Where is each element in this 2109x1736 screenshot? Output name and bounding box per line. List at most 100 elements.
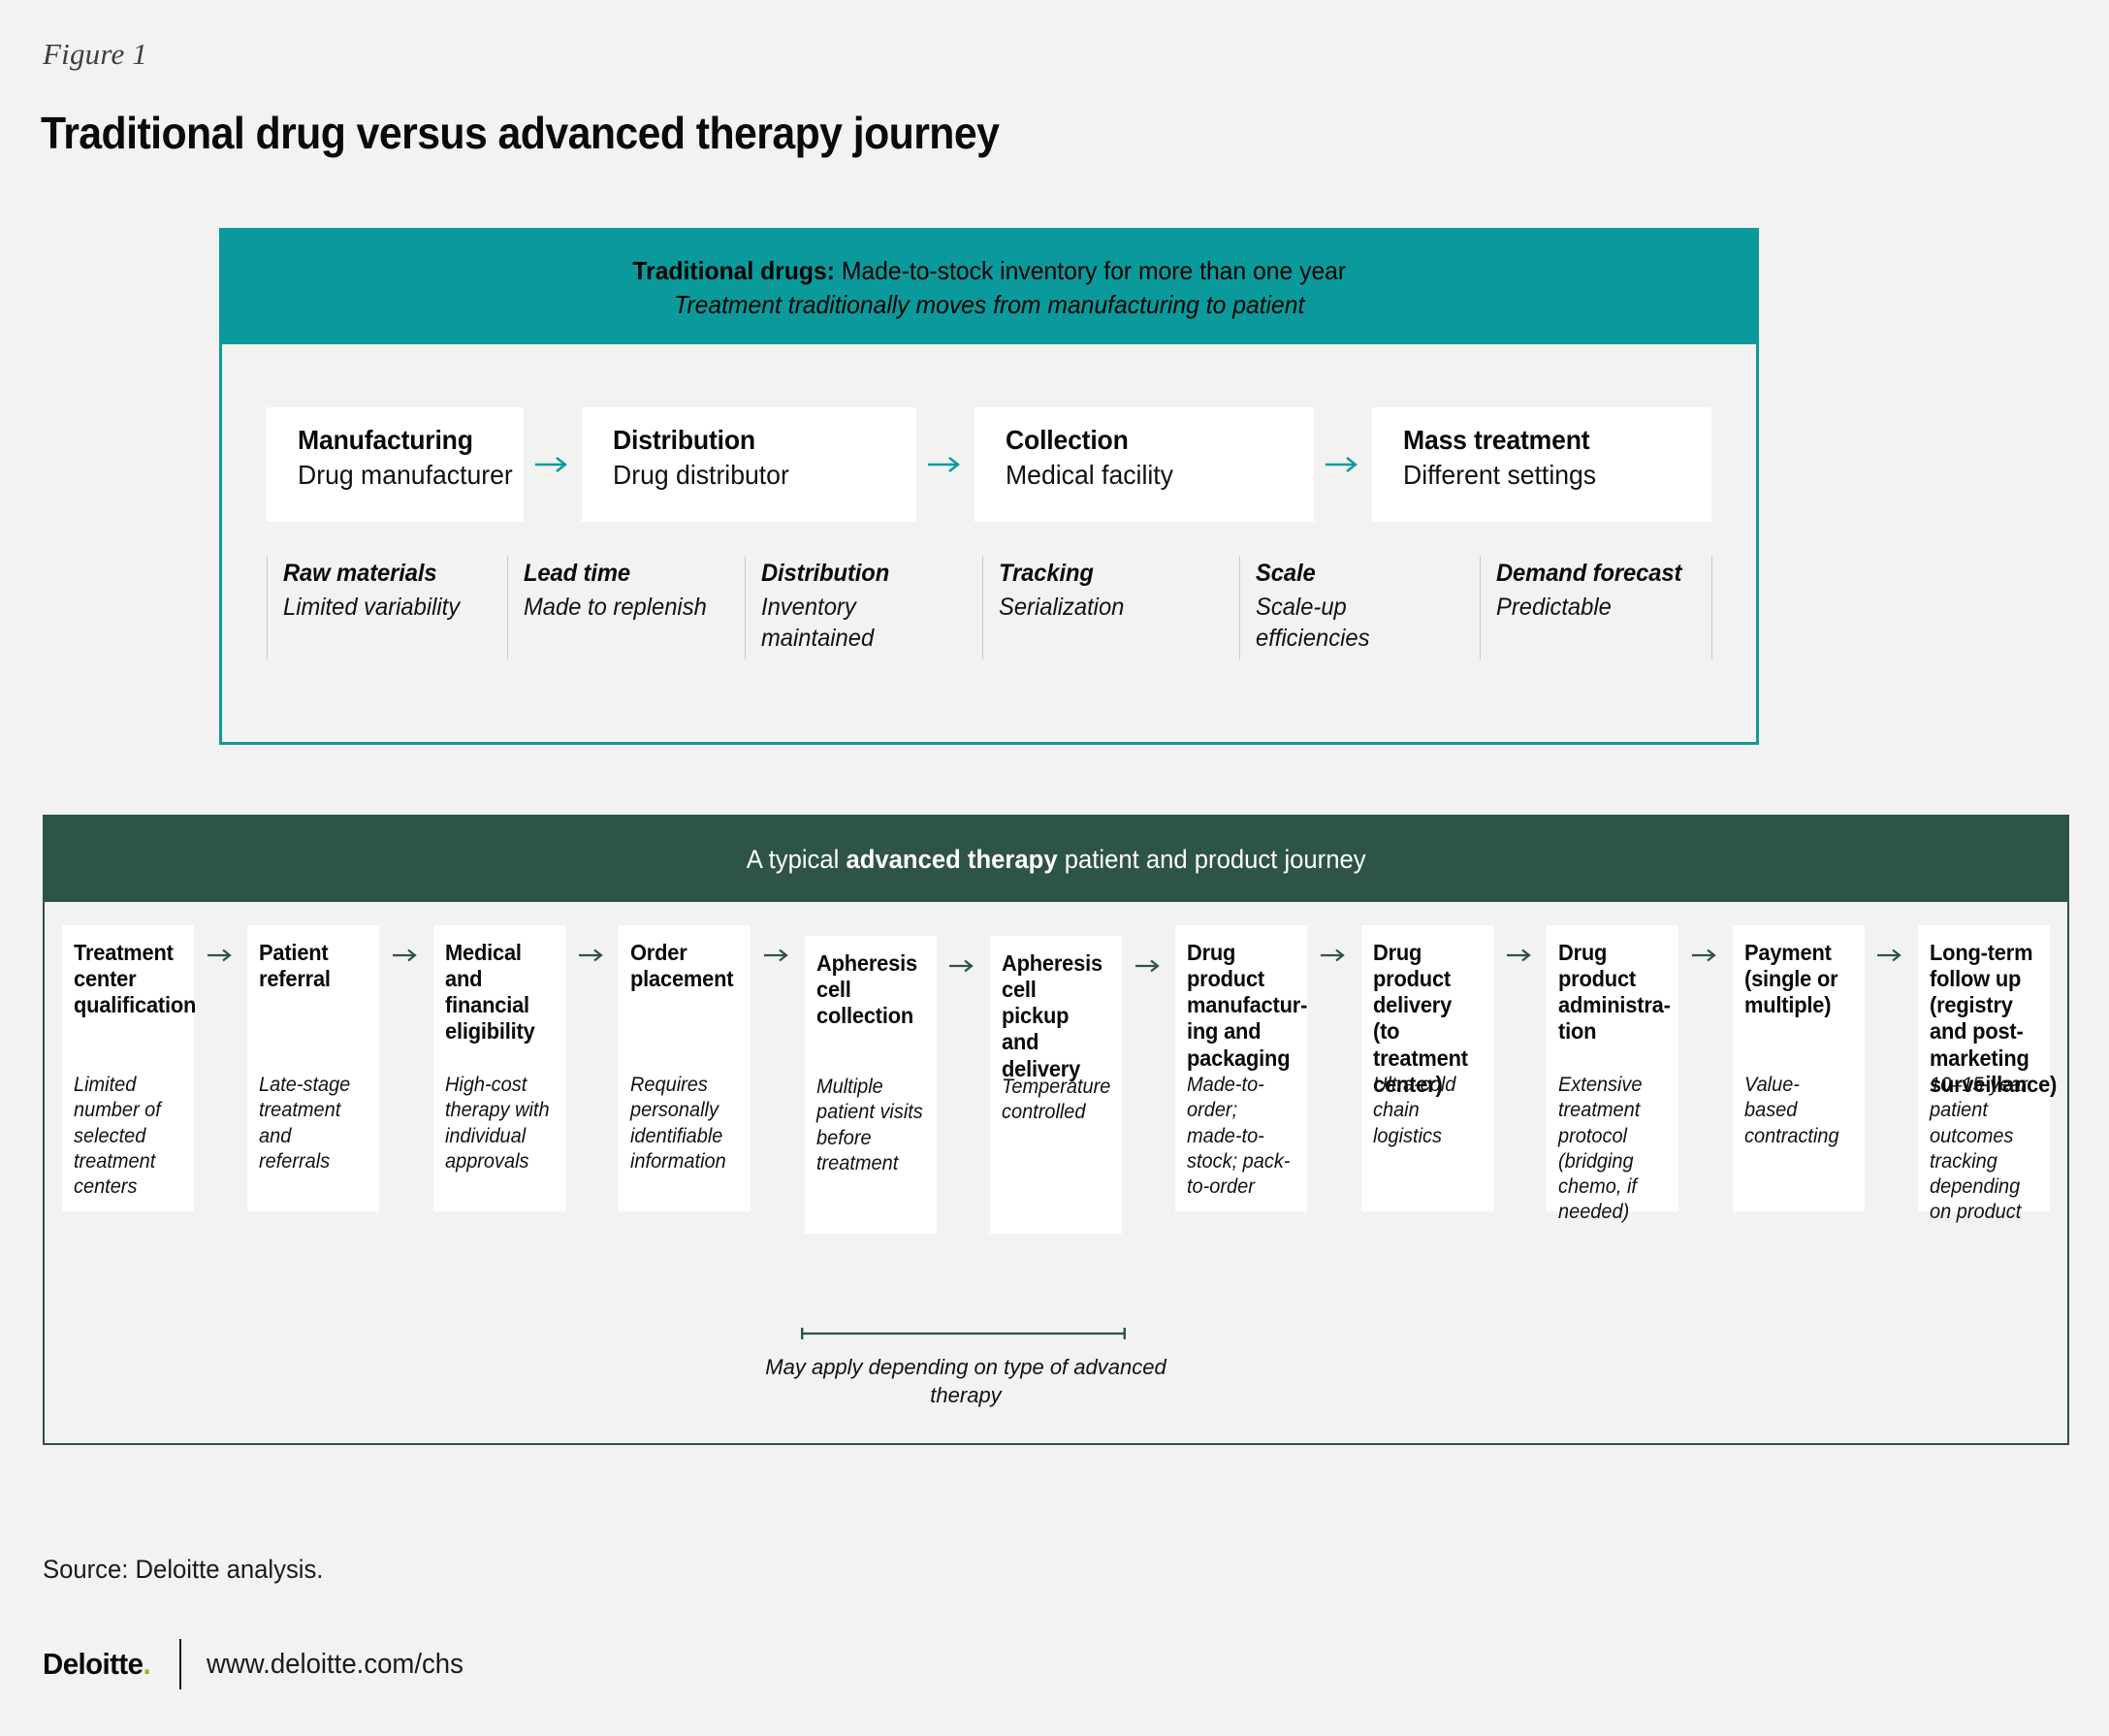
journey-step-long-term-follow-up[interactable]: Long-term follow up (registry and post-m…: [1918, 925, 2057, 1223]
journey-step-treatment-center-qualification[interactable]: Treatment center qualification Limited n…: [62, 925, 197, 1211]
step-subtitle: Medical facility: [1006, 460, 1173, 490]
journey-step-desc: Requires personally identifiable informa…: [630, 1074, 726, 1173]
step-title: Collection: [1006, 425, 1129, 455]
arrow-right-icon: [1122, 925, 1175, 975]
advanced-therapy-panel: A typical advanced therapy patient and p…: [43, 815, 2069, 1445]
metric-lead-time: Lead time Made to replenish: [507, 556, 745, 659]
traditional-header-line1: Traditional drugs: Made-to-stock invento…: [632, 254, 1346, 288]
journey-step-desc: Ultra-cold chain logistics: [1372, 1074, 1456, 1147]
journey-step-desc: Extensive treatment protocol (bridging c…: [1558, 1074, 1643, 1224]
journey-step-payment[interactable]: Payment (single or multiple) Value-based…: [1732, 925, 1865, 1211]
journey-step-desc: Multiple patient visits before treatment: [815, 1076, 923, 1174]
step-title: Manufacturing: [298, 425, 473, 455]
metric-value: Made to replenish: [524, 594, 707, 621]
advanced-header-prefix: A typical: [746, 844, 847, 874]
metric-raw-materials: Raw materials Limited variability: [267, 556, 507, 659]
metric-label: Demand forecast: [1496, 560, 1682, 587]
arrow-right-icon: [565, 925, 619, 964]
step-title: Mass treatment: [1403, 425, 1590, 455]
arrow-right-icon: [937, 925, 990, 975]
metric-scale: Scale Scale-up efficiencies: [1239, 556, 1480, 659]
arrow-right-icon: [194, 925, 247, 964]
arrow-right-icon: [524, 407, 582, 522]
metric-value: Inventory maintained: [761, 594, 875, 652]
brand-bar: Deloitte. www.deloitte.com/chs: [43, 1639, 477, 1689]
metric-tracking: Tracking Serialization: [982, 556, 1239, 659]
advanced-panel-body: Treatment center qualification Limited n…: [45, 902, 2067, 1443]
advanced-header-suffix: patient and product journey: [1057, 844, 1366, 874]
journey-step-title: Order placement: [630, 940, 734, 992]
journey-step-drug-product-administration[interactable]: Drug product administra-tion Extensive t…: [1547, 925, 1679, 1223]
step-subtitle: Drug distributor: [613, 460, 789, 490]
step-title: Distribution: [613, 425, 755, 455]
traditional-panel-header: Traditional drugs: Made-to-stock invento…: [222, 231, 1756, 344]
journey-step-desc: Limited number of selected treatment cen…: [74, 1074, 161, 1198]
source-note: Source: Deloitte analysis.: [43, 1555, 324, 1584]
arrow-right-icon: [1307, 925, 1360, 964]
journey-step-desc: Made-to- order; made-to-stock; pack-to-o…: [1187, 1074, 1291, 1198]
brand-url[interactable]: www.deloitte.com/chs: [206, 1648, 463, 1680]
metric-label: Lead time: [524, 560, 631, 587]
page-title: Traditional drug versus advanced therapy…: [41, 108, 1000, 158]
journey-step-title: Apheresis cell collection: [815, 950, 917, 1029]
traditional-header-line2: Treatment traditionally moves from manuf…: [673, 289, 1305, 319]
traditional-metrics-row: Raw materials Limited variability Lead t…: [267, 556, 1721, 659]
journey-step-title: Treatment center qualification: [74, 940, 197, 1018]
arrow-right-icon: [379, 925, 432, 964]
arrow-right-icon: [1678, 925, 1732, 964]
traditional-steps-row: Manufacturing Drug manufacturer Distribu…: [267, 407, 1711, 522]
advanced-panel-header: A typical advanced therapy patient and p…: [45, 817, 2067, 902]
journey-step-title: Drug product administra-tion: [1558, 940, 1671, 1045]
brand-divider: [178, 1639, 181, 1689]
traditional-step-distribution[interactable]: Distribution Drug distributor: [582, 407, 916, 522]
metric-value: Scale-up efficiencies: [1256, 594, 1370, 652]
journey-step-medical-financial-eligibility[interactable]: Medical and financial eligibility High-c…: [432, 925, 565, 1211]
apheresis-span-bracket: [801, 1327, 1126, 1340]
metric-demand-forecast: Demand forecast Predictable: [1480, 556, 1712, 659]
journey-step-order-placement[interactable]: Order placement Requires personally iden…: [619, 925, 751, 1211]
traditional-step-collection[interactable]: Collection Medical facility: [975, 407, 1314, 522]
journey-step-drug-product-delivery[interactable]: Drug product delivery (to treatment cent…: [1360, 925, 1493, 1211]
advanced-journey-row: Treatment center qualification Limited n…: [62, 925, 2057, 1234]
journey-step-title: Drug product manufactur-ing and packagin…: [1187, 940, 1308, 1071]
metric-value: Limited variability: [283, 594, 461, 621]
journey-step-title: Medical and financial eligibility: [444, 940, 535, 1045]
journey-step-title: Payment (single or multiple): [1743, 940, 1838, 1018]
metric-label: Raw materials: [283, 560, 437, 587]
metric-distribution: Distribution Inventory maintained: [745, 556, 982, 659]
deloitte-wordmark: Deloitte: [43, 1647, 144, 1681]
advanced-header-text: A typical advanced therapy patient and p…: [747, 845, 1366, 875]
arrow-right-icon: [1865, 925, 1918, 964]
traditional-step-manufacturing[interactable]: Manufacturing Drug manufacturer: [267, 407, 524, 522]
journey-step-title: Drug product delivery (to treatment cent…: [1372, 940, 1468, 1097]
traditional-step-mass-treatment[interactable]: Mass treatment Different settings: [1372, 407, 1711, 522]
arrow-right-icon: [751, 925, 804, 964]
journey-step-title: Apheresis cell pickup and delivery: [1002, 950, 1102, 1081]
metric-label: Distribution: [761, 560, 890, 587]
journey-step-desc: Value-based contracting: [1743, 1074, 1839, 1147]
metric-value: Serialization: [999, 594, 1125, 621]
traditional-panel-body: Manufacturing Drug manufacturer Distribu…: [222, 344, 1756, 742]
advanced-header-bold: advanced therapy: [846, 844, 1058, 874]
journey-step-apheresis-cell-collection[interactable]: Apheresis cell collection Multiple patie…: [804, 936, 937, 1234]
traditional-drugs-panel: Traditional drugs: Made-to-stock invento…: [219, 228, 1759, 745]
metric-label: Scale: [1256, 560, 1316, 587]
journey-step-desc: High-cost therapy with individual approv…: [444, 1074, 550, 1173]
metric-label: Tracking: [999, 560, 1094, 587]
step-subtitle: Different settings: [1403, 460, 1597, 490]
journey-step-patient-referral[interactable]: Patient referral Late-stage treatment an…: [247, 925, 380, 1211]
journey-step-desc: Late-stage treatment and referrals: [259, 1074, 351, 1173]
journey-step-desc: 10–15-year patient outcomes tracking dep…: [1930, 1074, 2028, 1224]
metric-value: Predictable: [1496, 594, 1612, 621]
deloitte-green-dot: .: [143, 1647, 151, 1681]
journey-step-title: Patient referral: [259, 940, 332, 992]
arrow-right-icon: [1493, 925, 1547, 964]
apheresis-bracket-caption: May apply depending on type of advanced …: [765, 1355, 1166, 1407]
journey-step-desc: Temperature controlled: [1002, 1076, 1111, 1124]
step-subtitle: Drug manufacturer: [298, 460, 513, 490]
arrow-right-icon: [1314, 407, 1372, 522]
traditional-header-rest: Made-to-stock inventory for more than on…: [834, 255, 1346, 285]
journey-step-apheresis-cell-pickup-delivery[interactable]: Apheresis cell pickup and delivery Tempe…: [990, 936, 1123, 1234]
journey-step-drug-product-manufacturing-packaging[interactable]: Drug product manufactur-ing and packagin…: [1175, 925, 1308, 1211]
